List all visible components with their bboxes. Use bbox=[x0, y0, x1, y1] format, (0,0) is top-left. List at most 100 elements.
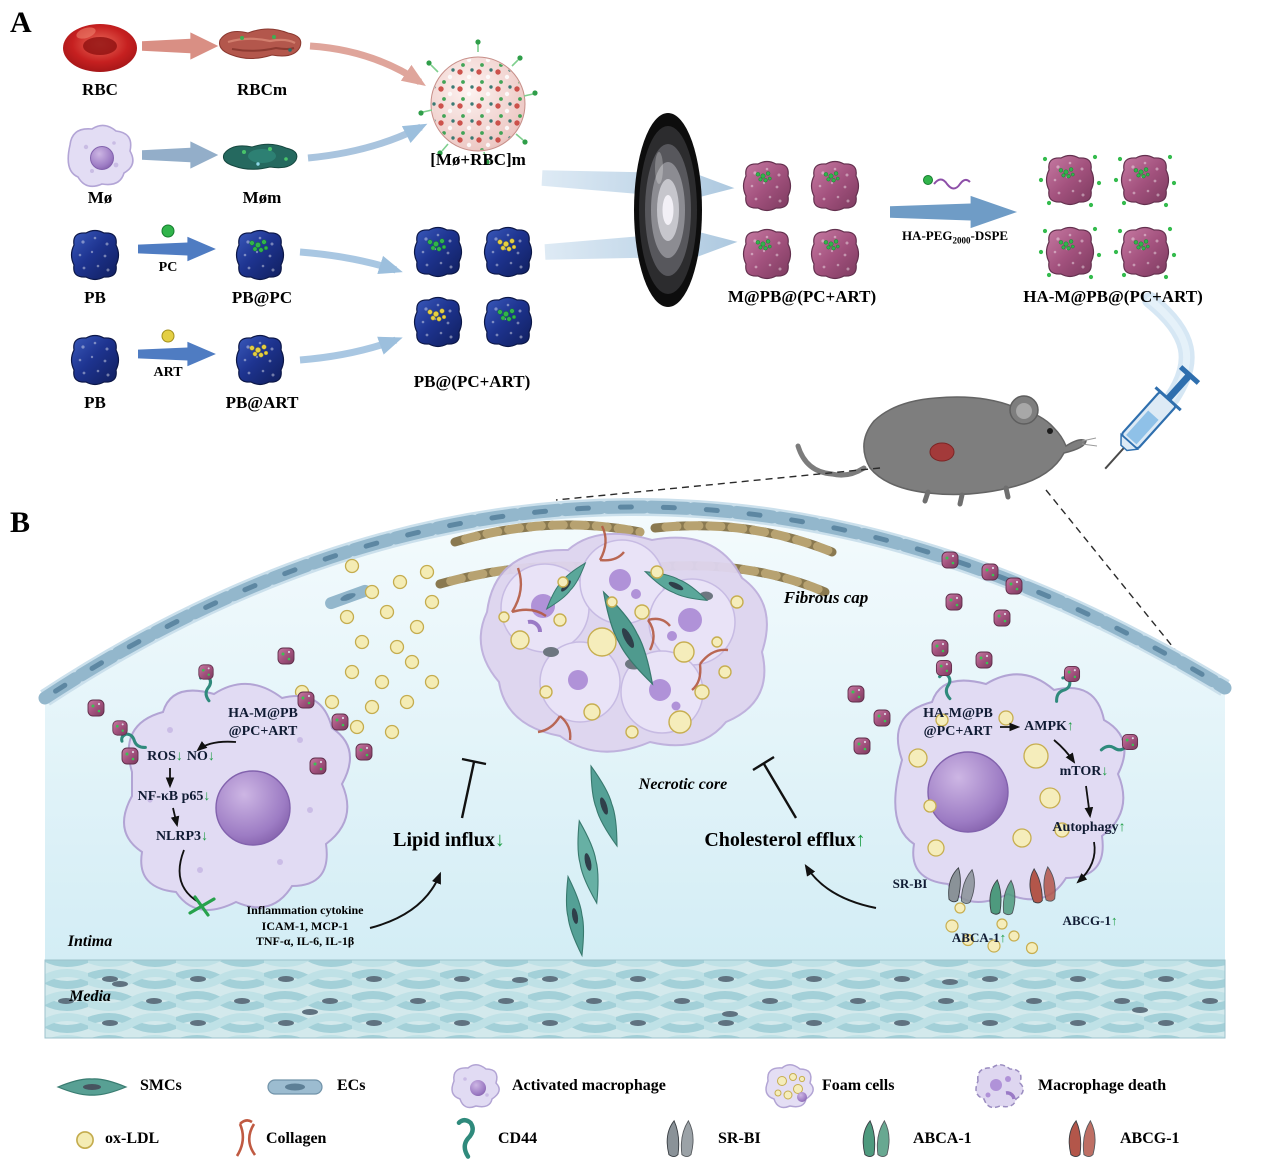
ha-peg-dspe-label: HA-PEG2000-DSPE bbox=[901, 228, 1009, 246]
pc-label: PC bbox=[158, 260, 178, 275]
arrow-mo-to-mom bbox=[142, 141, 219, 169]
pb-cube-icon bbox=[72, 231, 119, 280]
autophagy-label: Autophagy↑ bbox=[1052, 820, 1126, 835]
arrow-rbc-to-rbcm bbox=[142, 32, 219, 60]
legend-collagen-label: Collagen bbox=[266, 1130, 327, 1147]
right-treatment-line1: HA-M@PB bbox=[923, 706, 993, 721]
art-label: ART bbox=[153, 365, 183, 380]
plaque-lesion-spot bbox=[929, 442, 955, 462]
nanoparticle-icon bbox=[87, 699, 105, 717]
pb2-label: PB bbox=[84, 393, 106, 412]
pb-art-label: PB@ART bbox=[225, 393, 299, 412]
rbcm-label: RBCm bbox=[236, 80, 288, 99]
pb-label: PB bbox=[84, 288, 106, 307]
legend-ec-icon bbox=[267, 1079, 323, 1095]
media-layer bbox=[44, 959, 1226, 1039]
legend-macrophage-death-label: Macrophage death bbox=[1038, 1077, 1167, 1094]
extruder-icon bbox=[634, 113, 702, 307]
hybrid-membrane-particle-icon bbox=[418, 39, 538, 165]
arrow-to-ha-product bbox=[890, 195, 1018, 229]
legend-foam-cells-label: Foam cells bbox=[822, 1077, 895, 1094]
left-treatment-line1: HA-M@PB bbox=[228, 706, 298, 721]
arrow-pbart-merge bbox=[299, 336, 403, 364]
right-macrophage-nucleus bbox=[927, 751, 1009, 833]
legend-cd44-icon bbox=[459, 1120, 473, 1156]
ha-m-pb-cubes-icon bbox=[1038, 154, 1177, 280]
smc-chain-icon bbox=[565, 764, 618, 958]
arrow-mom-to-particle bbox=[307, 123, 428, 162]
legend-ox-ldl-label: ox-LDL bbox=[105, 1130, 160, 1147]
fibrous-cap-label: Fibrous cap bbox=[783, 588, 869, 607]
legend-macrophage-death-icon bbox=[975, 1064, 1024, 1109]
rbcm-icon bbox=[219, 28, 302, 59]
legend-cd44-label: CD44 bbox=[498, 1130, 538, 1147]
panel-b-graphics bbox=[38, 498, 1232, 1039]
arrow-pbpc-merge bbox=[299, 248, 403, 275]
necrotic-core-icon bbox=[479, 525, 768, 753]
detached-ec-icon bbox=[325, 584, 371, 610]
rbc-icon bbox=[63, 24, 137, 72]
arrow-cytokine-to-lipid-influx bbox=[369, 871, 441, 929]
m-pb-cubes-icon bbox=[744, 162, 859, 279]
legend-icons bbox=[57, 1064, 1096, 1158]
macrophage-source-icon bbox=[67, 124, 134, 188]
ha-m-pb-pc-art-label: HA-M@PB@(PC+ART) bbox=[1023, 287, 1203, 306]
panel-b-label: B bbox=[10, 506, 31, 539]
legend-collagen-icon bbox=[235, 1119, 257, 1157]
lipid-influx-label: Lipid influx↓ bbox=[393, 829, 505, 851]
lipid-influx-inhibitor bbox=[460, 757, 487, 819]
legend-foam-cell-icon bbox=[765, 1064, 814, 1109]
srbi-label: SR-BI bbox=[892, 876, 928, 891]
nfkb-label: NF-κB p65↓ bbox=[137, 789, 211, 804]
legend-sr-bi-label: SR-BI bbox=[718, 1130, 761, 1147]
right-macrophage-icon bbox=[894, 659, 1139, 955]
panel-a-label: A bbox=[10, 6, 32, 39]
mom-icon bbox=[223, 143, 298, 170]
cytokine-text: Inflammation cytokine ICAM-1, MCP-1 TNF-… bbox=[246, 903, 364, 949]
legend-abca-1-label: ABCA-1 bbox=[913, 1130, 972, 1147]
pb-art-cube-icon bbox=[237, 336, 284, 385]
zoom-line-left bbox=[555, 467, 881, 501]
legend-smcs-label: SMCs bbox=[140, 1077, 182, 1094]
mom-label: Møm bbox=[242, 188, 282, 207]
art-dot-icon bbox=[161, 329, 175, 343]
abcg1-label: ABCG-1↑ bbox=[1062, 913, 1118, 928]
hybrid-membrane-label: [Mø+RBC]m bbox=[430, 150, 526, 169]
panel-a-graphics bbox=[63, 24, 1207, 689]
necrotic-core-label: Necrotic core bbox=[638, 776, 728, 793]
legend-sr-bi-icon bbox=[666, 1120, 694, 1158]
mouse-icon bbox=[795, 395, 1098, 507]
legend-ox-ldl-icon bbox=[76, 1131, 94, 1149]
pc-dot-icon bbox=[161, 224, 175, 238]
legend-activated-macrophage-icon bbox=[451, 1064, 500, 1109]
pb-pc-label: PB@PC bbox=[231, 288, 293, 307]
abca1-label: ABCA-1↑ bbox=[951, 930, 1007, 945]
rbc-label: RBC bbox=[82, 80, 118, 99]
pb-pc-art-cubes-icon bbox=[415, 228, 532, 347]
arrow-rbcm-to-particle bbox=[309, 42, 426, 86]
legend-smc-icon bbox=[57, 1078, 127, 1096]
pb-pc-cube-icon bbox=[237, 231, 284, 280]
collagen-branches bbox=[510, 525, 729, 741]
left-macrophage-nucleus bbox=[215, 770, 291, 846]
intima-label: Intima bbox=[67, 933, 113, 950]
m-pb-pc-art-label: M@PB@(PC+ART) bbox=[727, 287, 877, 306]
cholesterol-efflux-label: Cholesterol efflux↑ bbox=[704, 829, 866, 851]
legend-ecs-label: ECs bbox=[337, 1077, 366, 1094]
right-treatment-line2: @PC+ART bbox=[923, 724, 993, 739]
pb-pc-art-label: PB@(PC+ART) bbox=[413, 372, 531, 391]
ros-no-label: ROS↓NO↓ bbox=[147, 749, 215, 764]
pb-cube2-icon bbox=[72, 336, 119, 385]
mo-label: Mø bbox=[87, 188, 113, 207]
arrow-pb-to-pbart bbox=[138, 341, 216, 367]
zoom-line-right bbox=[1045, 489, 1207, 689]
media-label: Media bbox=[69, 988, 111, 1005]
left-treatment-line2: @PC+ART bbox=[228, 724, 298, 739]
nlrp3-label: NLRP3↓ bbox=[155, 829, 209, 844]
ha-peg-dspe-molecule-icon bbox=[923, 175, 971, 190]
left-macrophage-icon bbox=[112, 664, 351, 911]
legend-abcg1-icon bbox=[1068, 1120, 1096, 1158]
legend-activated-macrophage-label: Activated macrophage bbox=[512, 1077, 666, 1094]
